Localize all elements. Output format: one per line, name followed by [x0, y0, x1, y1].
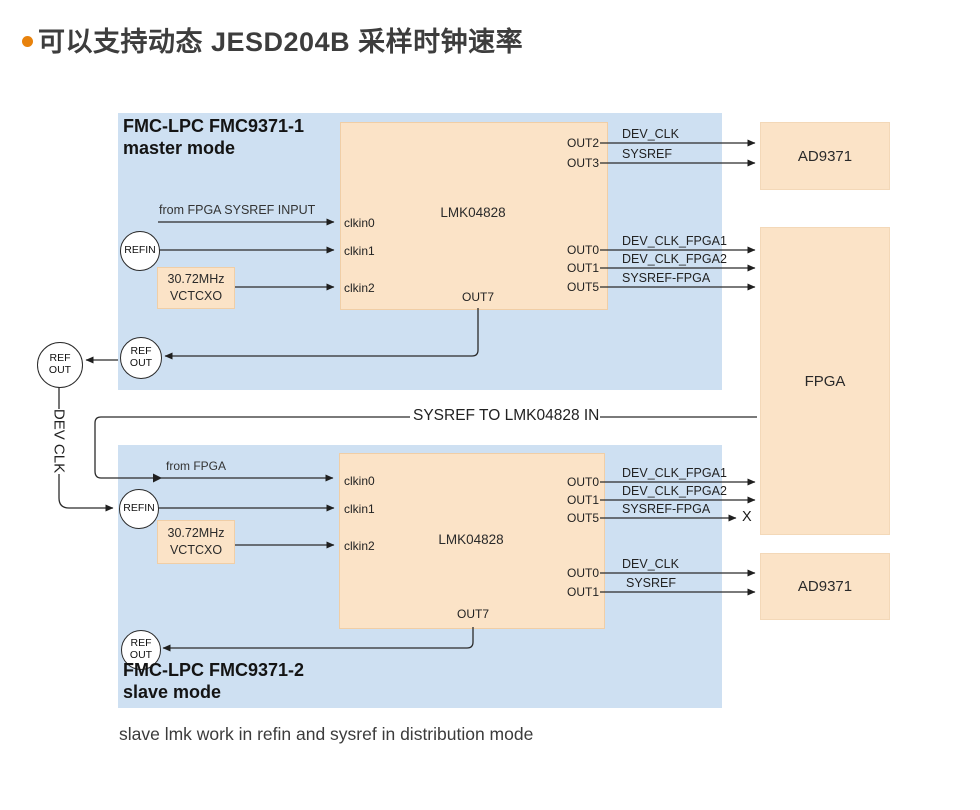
master-out7-port: OUT7: [461, 290, 494, 304]
master-vctcxo-name: VCTCXO: [169, 289, 223, 303]
disconnected-x-marker: X: [742, 509, 752, 525]
slave-refin-port: REFIN: [119, 489, 159, 529]
slave-refin-label: REFIN: [123, 502, 155, 515]
slave-out5-port: OUT5: [566, 511, 599, 525]
bullet-icon: [22, 36, 33, 47]
slave-board-name: FMC-LPC FMC9371-2: [123, 660, 305, 680]
slave-sysref-fpga-signal: SYSREF-FPGA: [622, 502, 711, 516]
master-clkin0-port: clkin0: [344, 216, 375, 230]
master-board-name: FMC-LPC FMC9371-1: [123, 116, 305, 136]
master-out3-port: OUT3: [566, 156, 599, 170]
master-clkin2-port: clkin2: [344, 281, 375, 295]
slave-lmk-block: [339, 453, 605, 629]
master-clkin1-port: clkin1: [344, 244, 375, 258]
ad9371-top-label: AD9371: [797, 147, 853, 165]
master-chip-label: LMK04828: [440, 205, 506, 220]
master-board-mode: master mode: [123, 138, 236, 158]
master-vctcxo-block: 30.72MHz VCTCXO: [157, 267, 235, 309]
master-refin-port: REFIN: [120, 231, 160, 271]
slave-vctcxo-name: VCTCXO: [169, 543, 223, 557]
slave-clkin2-port: clkin2: [344, 539, 375, 553]
master-refin-label: REFIN: [124, 244, 156, 257]
ad9371-bottom-block: AD9371: [760, 553, 890, 620]
ad9371-bottom-label: AD9371: [797, 578, 853, 595]
master-sysref-signal: SYSREF: [622, 147, 673, 161]
slave-vctcxo-block: 30.72MHz VCTCXO: [157, 520, 235, 564]
slave-board-mode: slave mode: [123, 682, 222, 702]
slave-fpga-input-label: from FPGA: [166, 459, 227, 473]
master-out2-port: OUT2: [566, 136, 599, 150]
master-devclk-fpga2-signal: DEV_CLK_FPGA2: [622, 252, 727, 266]
fpga-label: FPGA: [804, 372, 846, 390]
fpga-block: FPGA: [760, 227, 890, 535]
slave-out0-fpga-port: OUT0: [566, 475, 599, 489]
slave-out7-port: OUT7: [456, 607, 489, 621]
slave-devclk-fpga1-signal: DEV_CLK_FPGA1: [622, 466, 727, 480]
master-lmk-block: [340, 122, 608, 310]
master-vctcxo-freq: 30.72MHz: [167, 272, 225, 287]
slave-out0-adc-port: OUT0: [566, 566, 599, 580]
master-devclk-fpga1-signal: DEV_CLK_FPGA1: [622, 234, 727, 248]
footnote: slave lmk work in refin and sysref in di…: [119, 724, 534, 744]
sysref-link-label: SYSREF TO LMK04828 IN: [413, 407, 600, 424]
slave-devclk-signal: DEV_CLK: [622, 557, 679, 571]
dev-clk-bus-label: DEV CLK: [50, 408, 68, 474]
master-devclk-signal: DEV_CLK: [622, 127, 679, 141]
master-out1-port: OUT1: [566, 261, 599, 275]
slave-vctcxo-freq: 30.72MHz: [167, 526, 225, 541]
page-title: 可以支持动态 JESD204B 采样时钟速率: [38, 27, 524, 57]
slave-sysref-signal: SYSREF: [626, 576, 677, 590]
slave-out1-adc-port: OUT1: [566, 585, 599, 599]
slave-out1-fpga-port: OUT1: [566, 493, 599, 507]
slave-devclk-fpga2-signal: DEV_CLK_FPGA2: [622, 484, 727, 498]
ad9371-top-block: AD9371: [760, 122, 890, 190]
slave-clkin1-port: clkin1: [344, 502, 375, 516]
master-sysref-fpga-signal: SYSREF-FPGA: [622, 271, 711, 285]
master-out0-port: OUT0: [566, 243, 599, 257]
slave-chip-label: LMK04828: [438, 532, 504, 547]
slave-clkin0-port: clkin0: [344, 474, 375, 488]
master-out5-port: OUT5: [566, 280, 599, 294]
master-sysref-input-label: from FPGA SYSREF INPUT: [159, 203, 316, 217]
